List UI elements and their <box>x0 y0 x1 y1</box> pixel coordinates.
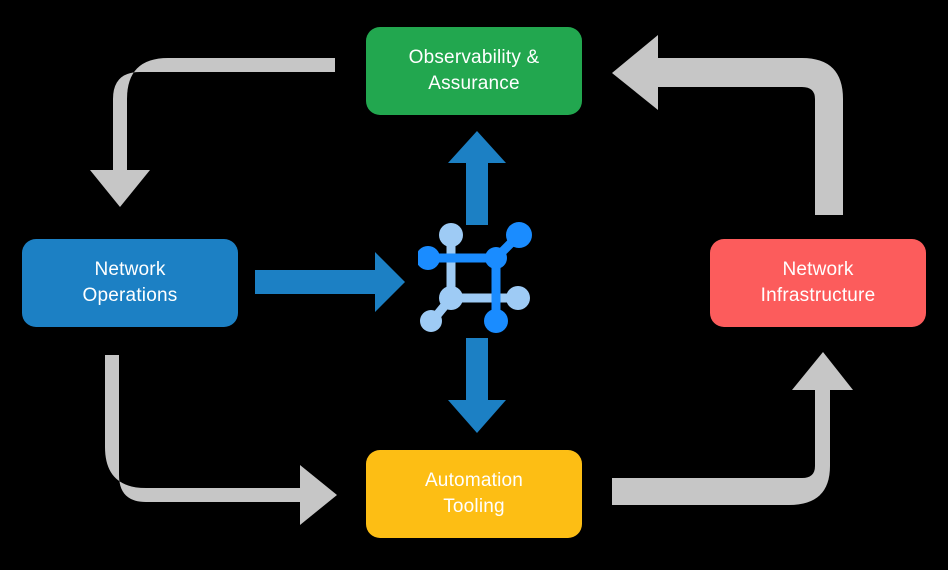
network-topology-icon <box>418 222 532 333</box>
node-automation-tooling[interactable]: Automation Tooling <box>366 450 582 538</box>
connector-automation-to-infrastructure <box>612 352 853 505</box>
node-observability-and-assurance[interactable]: Observability & Assurance <box>366 27 582 115</box>
node-network-operations[interactable]: Network Operations <box>22 239 238 327</box>
node-network-infrastructure[interactable]: Network Infrastructure <box>710 239 926 327</box>
topology-nodes-secondary <box>420 223 530 332</box>
connector-hub-to-automation <box>448 338 506 433</box>
topology-nodes-primary <box>418 222 532 333</box>
connector-observability-to-ops <box>90 58 335 207</box>
node-network-infrastructure-label: Network Infrastructure <box>760 259 876 306</box>
node-automation-tooling-label: Automation Tooling <box>424 470 524 517</box>
node-observability-label: Observability & Assurance <box>408 47 540 94</box>
connector-infrastructure-to-observability <box>612 35 843 215</box>
connector-ops-to-automation <box>105 355 337 525</box>
connector-hub-to-observability <box>448 131 506 225</box>
node-network-operations-label: Network Operations <box>82 259 178 306</box>
connector-ops-to-hub <box>255 252 405 312</box>
